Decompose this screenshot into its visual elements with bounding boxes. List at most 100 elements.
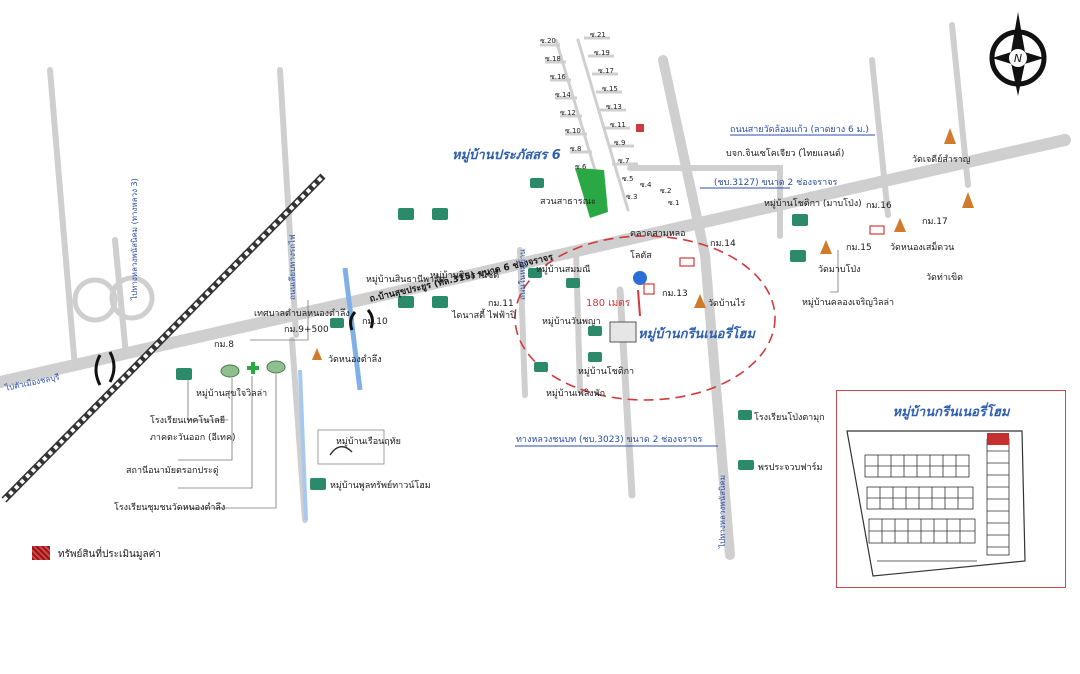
label-market: ตลาดสามหลอ xyxy=(630,229,686,239)
label-temple-nong-set: วัดหนองเสม็ดวน xyxy=(890,243,955,253)
village-icon xyxy=(432,296,448,308)
school-icon xyxy=(266,360,286,374)
label-school-tech: โรงเรียนเทคโนโลยี xyxy=(150,416,226,426)
village-icon xyxy=(738,410,752,420)
temple-icon xyxy=(962,192,974,208)
soi-stubs xyxy=(540,36,638,172)
village-icon xyxy=(398,296,414,308)
soi-label: ซ.18 xyxy=(545,55,561,63)
soi-label: ซ.19 xyxy=(594,49,610,57)
village-icon xyxy=(310,478,326,490)
soi-label: ซ.16 xyxy=(550,73,566,81)
temple-icon xyxy=(820,240,832,254)
label-temple-right: วัดท่าเขิด xyxy=(926,273,963,283)
label-municipality: เทศบาลตำบลหนองตำลึง xyxy=(254,309,350,319)
label-temple-chedi: วัดเจดีย์สำราญ xyxy=(912,155,971,165)
soi-label: ซ.4 xyxy=(640,181,652,189)
school-icon xyxy=(220,364,240,378)
road-inner-1 xyxy=(517,247,528,398)
road-inner-2 xyxy=(573,247,583,393)
label-seven-eleven: ไดนาสตี้ ไฟฟ้าปิ xyxy=(452,311,516,321)
soi-label: ซ.3 xyxy=(626,193,638,201)
km-marker: กม.8 xyxy=(214,340,234,350)
compass-icon: N xyxy=(989,12,1047,96)
label-village-phon-sap: หมู่บ้านพูลทรัพย์ทาวน์โฮม xyxy=(330,481,431,491)
label-village-pheng-pak: หมู่บ้านเพลิงพัก xyxy=(546,389,606,399)
road-left-2 xyxy=(277,67,299,338)
road-soi-spine-2 xyxy=(576,38,630,212)
label-park: สวนสาธารณะ xyxy=(540,197,596,207)
road-main xyxy=(0,134,1071,388)
soi-label: ซ.7 xyxy=(618,157,630,165)
interchange-loop-1 xyxy=(72,277,118,323)
shop-icon xyxy=(679,257,695,267)
distance-line xyxy=(637,289,641,317)
village-icon xyxy=(330,318,344,328)
soi-label: ซ.14 xyxy=(555,91,571,99)
label-park-pong: พรประจวบฟาร์ม xyxy=(758,463,823,473)
village-icon xyxy=(792,214,808,226)
temple-icons xyxy=(312,128,974,360)
inset-map: หมู่บ้านกรีนเนอรี่โฮม xyxy=(836,390,1066,588)
km-marker: กม.11 xyxy=(488,299,514,309)
village-icon xyxy=(790,250,806,262)
leader-lines xyxy=(178,250,839,509)
inset-title: หมู่บ้านกรีนเนอรี่โฮม xyxy=(892,405,1010,420)
railway xyxy=(1,173,326,503)
compass-letter: N xyxy=(1014,52,1022,65)
label-village-chotika-2: หมู่บ้านโชติกา (มาบโป่ง) xyxy=(764,199,862,209)
label-village-green-nery: หมู่บ้านกรีนเนอรี่โฮม xyxy=(638,327,755,342)
label-lotus: โลตัส xyxy=(630,251,652,261)
village-icon xyxy=(398,208,414,220)
legend-swatch xyxy=(32,546,50,560)
village-icon xyxy=(588,326,602,336)
label-temple-nong-tamlueng: วัดหนองตำลึง xyxy=(328,355,382,365)
soi-label: ซ.1 xyxy=(668,199,680,207)
subject-pin xyxy=(636,124,644,132)
village-icon xyxy=(588,352,602,362)
village-icon xyxy=(432,208,448,220)
soi-label: ซ.9 xyxy=(614,139,626,147)
village-icon xyxy=(738,460,754,470)
village-icon xyxy=(566,278,580,288)
km-marker: กม.15 xyxy=(846,243,872,253)
legend-label: ทรัพย์สินที่ประเมินมูลค่า xyxy=(58,549,161,560)
soi-label: ซ.5 xyxy=(622,175,634,183)
km-marker: กม.16 xyxy=(866,201,892,211)
temple-icon xyxy=(894,218,906,232)
label-village-sommanee: หมู่บ้านสมมณี xyxy=(536,265,591,275)
label-village-sinthani-city: หมู่บ้านสินธานีซิตี้ xyxy=(430,271,500,281)
km-marker: กม.9+500 xyxy=(284,325,329,335)
inset-subject-plot xyxy=(987,433,1009,445)
soi-label: ซ.21 xyxy=(590,31,606,39)
road-mid-south xyxy=(700,250,735,560)
km-marker: กม.10 xyxy=(362,317,388,327)
label-temple-mab-pong: วัดมาบโป่ง xyxy=(818,265,861,275)
radius-circle xyxy=(514,235,776,401)
soi-label: ซ.10 xyxy=(565,127,581,135)
label-school-tech-2: ภาคตะวันออก (อีเทค) xyxy=(150,433,236,443)
canal-south xyxy=(298,369,308,521)
soi-label: ซ.17 xyxy=(598,67,614,75)
label-road-top-right: ถนนสายวัดล้อมแก้ว (ลาดยาง 6 ม.) xyxy=(730,125,869,135)
road-far-left xyxy=(47,67,78,371)
km-marker: กม.13 xyxy=(662,289,688,299)
soi-label: ซ.12 xyxy=(560,109,576,117)
label-company: บจก.จินเซโคเจียว (ไทยแลนด์) xyxy=(726,149,845,159)
label-school-pong-ta-muk: โรงเรียนโป่งตามุก xyxy=(754,413,825,423)
project-marker xyxy=(609,321,637,343)
interchange-loop-2 xyxy=(109,275,155,321)
inset-plan xyxy=(846,430,1026,577)
label-health-station: สถานีอนามัยตรอกประดู่ xyxy=(126,466,219,476)
label-distance: 180 เมตร xyxy=(586,298,631,309)
soi-label: ซ.15 xyxy=(602,85,618,93)
label-hwy-left: ไปทางหลวงพนัสนิคม (ทางหลวง 3) xyxy=(130,178,139,300)
info-icon xyxy=(633,271,647,285)
label-temple-ban-mai: วัดบ้านไร่ xyxy=(708,299,746,309)
label-road-3127: (ชบ.3127) ขนาด 2 ช่องจราจร xyxy=(714,178,838,188)
village-icon xyxy=(528,268,542,278)
park-area xyxy=(575,168,608,218)
soi-label: ซ.8 xyxy=(570,145,582,153)
label-village-chotika: หมู่บ้านโชติกา xyxy=(578,367,635,377)
